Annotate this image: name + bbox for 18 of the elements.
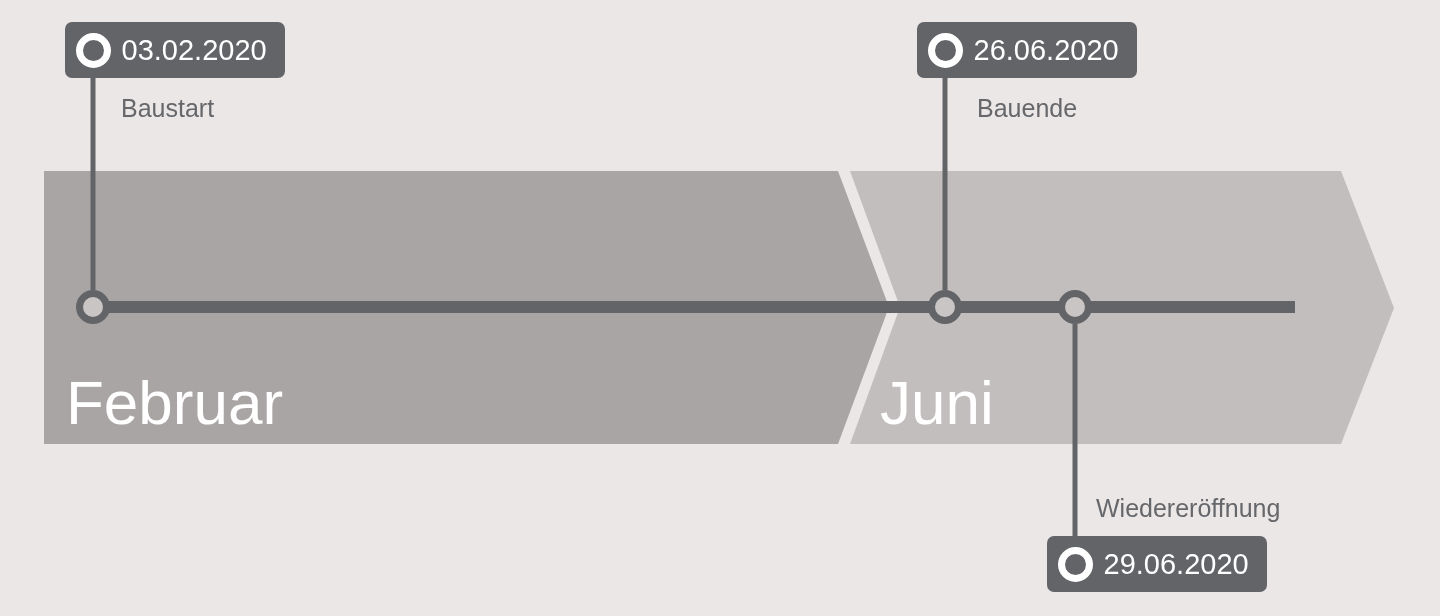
date-text: 26.06.2020 bbox=[973, 35, 1119, 65]
leader-line bbox=[942, 78, 948, 290]
date-badge bbox=[65, 22, 285, 78]
date-badge bbox=[1047, 536, 1267, 592]
timeline-dot bbox=[1058, 290, 1092, 324]
date-text: 03.02.2020 bbox=[121, 35, 267, 65]
leader-line bbox=[1072, 324, 1078, 536]
leader-line bbox=[90, 78, 96, 290]
date-text: 29.06.2020 bbox=[1103, 549, 1249, 579]
timeline-dot bbox=[928, 290, 962, 324]
milestone-label: Bauende bbox=[977, 96, 1078, 121]
milestone-label: Baustart bbox=[121, 96, 215, 121]
month-label: Juni bbox=[880, 372, 994, 434]
timeline-dot bbox=[76, 290, 110, 324]
chevron-band bbox=[850, 171, 1394, 444]
date-badge bbox=[917, 22, 1137, 78]
milestone-label: Wiedereröffnung bbox=[1096, 496, 1281, 521]
month-label: Februar bbox=[66, 372, 284, 434]
